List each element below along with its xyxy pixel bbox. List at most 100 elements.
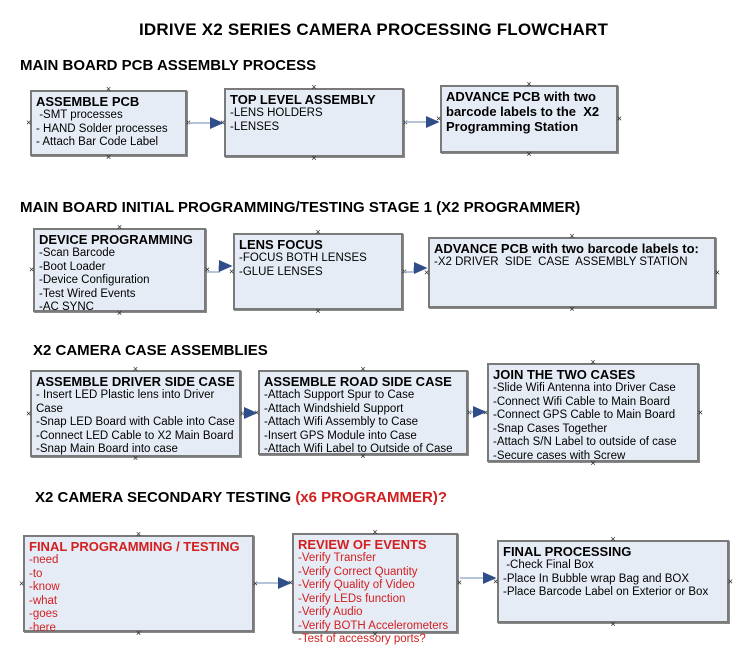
box-line: -Verify Correct Quantity — [298, 565, 418, 578]
section-header-text: X2 CAMERA SECONDARY TESTING — [35, 489, 296, 506]
box-line: -Connect Wifi Cable to Main Board — [493, 395, 671, 408]
connector-handle-right: × — [185, 117, 191, 128]
connector-handle-top: × — [311, 82, 317, 92]
box-line: -know — [29, 581, 60, 593]
box-title: LENS FOCUS — [239, 237, 323, 252]
box-line: -Test Wired Events — [39, 287, 136, 300]
section-header-pcb-assembly: MAIN BOARD PCB ASSEMBLY PROCESS — [20, 57, 316, 74]
connector-handle-left: × — [436, 113, 442, 124]
connector-handle-right: × — [204, 264, 210, 275]
box-line: -goes — [29, 608, 58, 620]
connector-handle-left: × — [229, 266, 235, 276]
box-line: -Verify BOTH Accelerometers — [298, 619, 449, 632]
box-lines: -LENS HOLDERS-LENSES — [230, 107, 398, 134]
box-line: -Attach Wifi Assembly to Case — [264, 416, 419, 428]
box-title: FINAL PROGRAMMING / TESTING — [29, 539, 240, 554]
connector-handle-bottom: × — [526, 149, 532, 159]
box-line: -what — [29, 594, 58, 607]
connector-handle-top: × — [569, 231, 575, 241]
flow-box-join-two-cases: JOIN THE TWO CASES -Slide Wifi Antenna i… — [483, 358, 703, 468]
box-line: -Attach Windshield Support — [264, 402, 404, 415]
box-lines: -Slide Wifi Antenna into Driver Case-Con… — [493, 382, 693, 463]
box-line: -FOCUS BOTH LENSES — [239, 252, 367, 264]
connector-handle-top: × — [372, 527, 378, 537]
flow-box-final-programming-testing: FINAL PROGRAMMING / TESTING -need-to-kno… — [19, 530, 258, 638]
connector-handle-right: × — [727, 576, 733, 586]
box-line: -Check Final Box — [503, 559, 594, 571]
connector-handle-bottom: × — [315, 306, 321, 316]
box-line: -Device Configuration — [39, 274, 150, 286]
box-title: REVIEW OF EVENTS — [298, 537, 427, 552]
section-header-secondary-testing: X2 CAMERA SECONDARY TESTING (x6 PROGRAMM… — [35, 489, 447, 506]
box-line: - Insert LED Plastic lens into Driver Ca… — [36, 389, 218, 415]
connector-handle-bottom: × — [311, 153, 317, 163]
box-line: -LENSES — [230, 120, 280, 133]
flow-box-advance-pcb-driver-side: ADVANCE PCB with two barcode labels to: … — [424, 232, 720, 314]
box-line: -Connect GPS Cable to Main Board — [493, 409, 676, 421]
page-title: IDRIVE X2 SERIES CAMERA PROCESSING FLOWC… — [138, 20, 609, 39]
connector-handle-right: × — [402, 117, 408, 127]
connector-handle-right: × — [456, 577, 462, 588]
section-header-text: X2 CAMERA CASE ASSEMBLIES — [33, 342, 268, 359]
box-line: -AC SYNC — [39, 301, 94, 313]
box-line: -to — [29, 567, 43, 580]
box-line: -Snap LED Board with Cable into Case — [36, 416, 235, 428]
connector-handle-top: × — [526, 79, 532, 89]
box-lines: -Check Final Box-Place In Bubble wrap Ba… — [503, 559, 723, 600]
flow-box-assemble-driver-side-case: ASSEMBLE DRIVER SIDE CASE - Insert LED P… — [26, 365, 245, 463]
box-line: -Attach S/N Label to outside of case — [493, 436, 677, 448]
section-header-text: MAIN BOARD INITIAL PROGRAMMING/TESTING S… — [20, 199, 581, 216]
box-title: ASSEMBLE ROAD SIDE CASE — [264, 374, 452, 389]
box-line: -Scan Barcode — [39, 247, 116, 259]
box-line: -Connect LED Cable to X2 Main Board — [36, 429, 234, 442]
box-title: ADVANCE PCB with two barcode labels to t… — [446, 89, 603, 134]
box-line: -Attach Support Spur to Case — [264, 389, 415, 401]
connector-handle-bottom: × — [569, 304, 575, 314]
section-header-initial-programming: MAIN BOARD INITIAL PROGRAMMING/TESTING S… — [20, 199, 580, 216]
connector-handle-left: × — [288, 577, 294, 588]
box-lines: -SMT processes- HAND Solder processes- A… — [36, 109, 181, 150]
box-lines: -X2 DRIVER SIDE CASE ASSEMBLY STATION — [434, 256, 710, 270]
connector-handle-top: × — [315, 227, 321, 237]
box-line: -Attach Wifi Label to Outside of Case — [264, 443, 453, 455]
box-title: FINAL PROCESSING — [503, 544, 632, 559]
connector-handle-left: × — [254, 407, 260, 417]
connector-handle-right: × — [616, 113, 622, 124]
connector-handle-bottom: × — [105, 152, 112, 162]
box-line: -SMT processes — [36, 109, 123, 121]
box-lines: -need-to-know-what-goes-here — [29, 554, 248, 635]
box-line: -Snap Cases Together — [493, 422, 608, 435]
box-lines: -Scan Barcode-Boot Loader-Device Configu… — [39, 247, 200, 315]
connector-handle-left: × — [19, 578, 25, 588]
box-line: -need — [29, 554, 59, 566]
box-line: -Test of accessory ports? — [298, 633, 426, 645]
box-line: -X2 DRIVER SIDE CASE ASSEMBLY STATION — [434, 256, 688, 268]
flow-box-device-programming: DEVICE PROGRAMMING -Scan Barcode-Boot Lo… — [29, 223, 210, 318]
connector-handle-right: × — [714, 267, 720, 277]
box-line: -Verify Audio — [298, 606, 363, 618]
connector-handle-top: × — [132, 364, 139, 374]
connector-handle-right: × — [252, 578, 258, 588]
flow-box-final-processing: FINAL PROCESSING -Check Final Box-Place … — [493, 535, 733, 629]
box-line: -LENS HOLDERS — [230, 107, 323, 119]
connector-handle-left: × — [493, 576, 499, 586]
box-line: -Verify Quality of Video — [298, 579, 415, 591]
box-title: ASSEMBLE PCB — [36, 94, 140, 109]
flow-box-assemble-pcb: ASSEMBLE PCB -SMT processes- HAND Solder… — [26, 85, 191, 162]
connector-handle-right: × — [401, 266, 407, 276]
connector-handle-right: × — [697, 407, 703, 417]
box-title: JOIN THE TWO CASES — [493, 367, 636, 382]
box-lines: - Insert LED Plastic lens into Driver Ca… — [36, 389, 235, 457]
box-lines: -Verify Transfer-Verify Correct Quantity… — [298, 552, 452, 647]
box-line: - HAND Solder processes — [36, 122, 168, 135]
box-line: -Place In Bubble wrap Bag and BOX — [503, 572, 690, 585]
connector-handle-left: × — [483, 407, 489, 417]
box-title: DEVICE PROGRAMMING — [39, 232, 193, 247]
box-line: -Snap Main Board into case — [36, 443, 178, 455]
connector-handle-top: × — [610, 534, 616, 544]
connector-arrow — [207, 260, 233, 273]
connector-handle-top: × — [135, 529, 142, 539]
box-line: -Boot Loader — [39, 260, 106, 273]
connector-handle-left: × — [26, 408, 32, 418]
